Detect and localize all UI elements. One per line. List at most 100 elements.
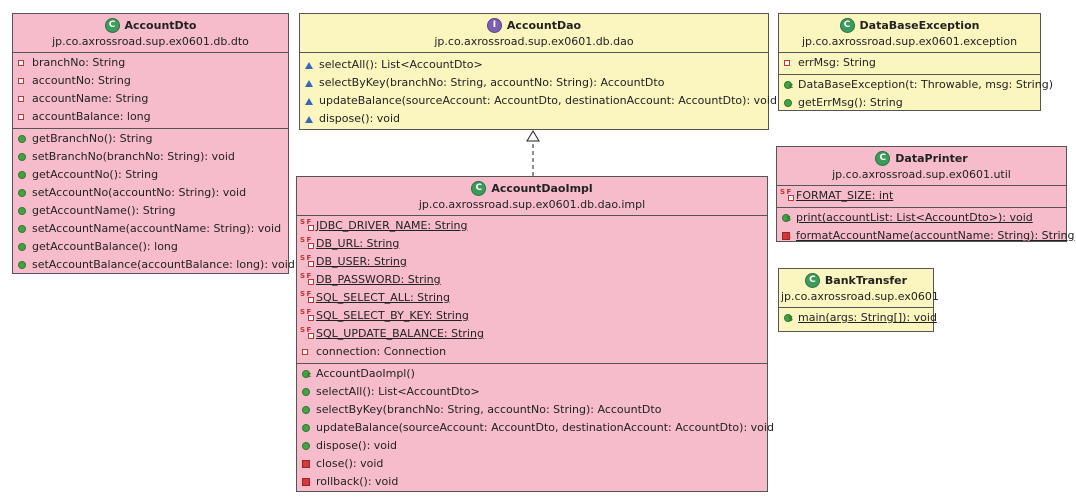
public-method-icon [18, 207, 26, 215]
package-name: jp.co.axrossroad.sup.ex0601 [781, 290, 939, 303]
private-field-icon [18, 78, 24, 84]
method-row[interactable]: getErrMsg(): String [779, 94, 1040, 112]
method-row[interactable]: updateBalance(sourceAccount: AccountDto,… [300, 92, 777, 110]
method-row[interactable]: getAccountName(): String [13, 202, 288, 220]
public-method-icon [18, 135, 26, 143]
static-final-icon: S F [300, 272, 311, 280]
private-field-icon [302, 349, 308, 355]
method-row[interactable]: selectAll(): List<AccountDto> [300, 56, 768, 74]
field-row[interactable]: connection: Connection [297, 343, 767, 361]
method-row[interactable]: setBranchNo(branchNo: String): void [13, 148, 288, 166]
method-row[interactable]: selectByKey(branchNo: String, accountNo:… [297, 401, 767, 419]
private-field-icon [308, 333, 314, 339]
class-icon: C [104, 18, 120, 33]
private-field-icon [788, 195, 794, 201]
class-name: AccountDao [506, 19, 582, 32]
public-method-icon [18, 225, 26, 233]
public-method-icon [18, 171, 26, 179]
method-row[interactable]: updateBalance(sourceAccount: AccountDto,… [297, 419, 774, 437]
field-row[interactable]: accountBalance: long [13, 108, 288, 126]
class-icon: C [839, 18, 855, 33]
class-account-dto[interactable]: C AccountDto jp.co.axrossroad.sup.ex0601.… [12, 13, 295, 274]
class-data-printer[interactable]: C DataPrinter jp.co.axrossroad.sup.ex0601… [776, 146, 1075, 242]
private-field-icon [784, 60, 790, 66]
static-final-icon: S F [300, 290, 311, 298]
class-icon: C [875, 151, 891, 166]
private-field-icon [308, 243, 314, 249]
package-name: jp.co.axrossroad.sup.ex0601.db.dao.impl [418, 198, 646, 211]
methods-compartment: selectAll(): List<AccountDto> selectByKe… [300, 53, 777, 130]
package-name: jp.co.axrossroad.sup.ex0601.exception [801, 35, 1018, 48]
class-account-dao-impl[interactable]: C AccountDaoImpl jp.co.axrossroad.sup.ex0… [296, 176, 774, 492]
public-method-icon [784, 99, 792, 107]
private-field-icon [308, 261, 314, 267]
class-icon: C [471, 181, 487, 196]
field-row[interactable]: accountName: String [13, 90, 288, 108]
class-header: C DataPrinter jp.co.axrossroad.sup.ex0601… [777, 147, 1066, 186]
private-field-icon [18, 60, 24, 66]
method-row[interactable]: selectAll(): List<AccountDto> [297, 383, 767, 401]
method-row[interactable]: rollback(): void [297, 473, 767, 491]
method-row[interactable]: selectByKey(branchNo: String, accountNo:… [300, 74, 768, 92]
abstract-method-icon [305, 79, 313, 87]
class-icon: C [804, 273, 820, 288]
constructor-icon [302, 370, 310, 378]
public-method-icon [18, 189, 26, 197]
method-row[interactable]: dispose(): void [300, 110, 768, 128]
method-row[interactable]: dispose(): void [297, 437, 767, 455]
constructor-icon [784, 81, 792, 89]
public-method-icon [302, 442, 310, 450]
class-name: AccountDto [124, 19, 197, 32]
package-name: jp.co.axrossroad.sup.ex0601.db.dto [52, 35, 249, 48]
method-row[interactable]: setAccountName(accountName: String): voi… [13, 220, 288, 238]
public-method-icon [302, 388, 310, 396]
method-row[interactable]: setAccountBalance(accountBalance: long):… [13, 256, 295, 274]
class-header: C AccountDto jp.co.axrossroad.sup.ex0601.… [13, 14, 288, 53]
static-final-icon: S F [300, 326, 311, 334]
class-name: AccountDaoImpl [491, 182, 593, 195]
package-name: jp.co.axrossroad.sup.ex0601.util [832, 168, 1011, 181]
private-static-method-icon [782, 232, 790, 240]
method-row[interactable]: getAccountNo(): String [13, 166, 288, 184]
fields-compartment: errMsg: String [779, 53, 1040, 75]
class-name: DataPrinter [895, 152, 968, 165]
public-method-icon [18, 261, 26, 269]
abstract-method-icon [305, 97, 313, 105]
method-row[interactable]: close(): void [297, 455, 767, 473]
field-row[interactable]: accountNo: String [13, 72, 288, 90]
field-row[interactable]: branchNo: String [13, 54, 288, 72]
fields-compartment: branchNo: String accountNo: String accou… [13, 53, 288, 129]
method-row[interactable]: setAccountNo(accountNo: String): void [13, 184, 288, 202]
method-row[interactable]: getBranchNo(): String [13, 130, 288, 148]
method-row[interactable]: getAccountBalance(): long [13, 238, 288, 256]
private-field-icon [308, 315, 314, 321]
static-final-icon: S F [300, 254, 311, 262]
static-final-icon: S F [300, 236, 311, 244]
field-row[interactable]: errMsg: String [779, 54, 1040, 72]
private-field-icon [18, 96, 24, 102]
public-method-icon [302, 424, 310, 432]
